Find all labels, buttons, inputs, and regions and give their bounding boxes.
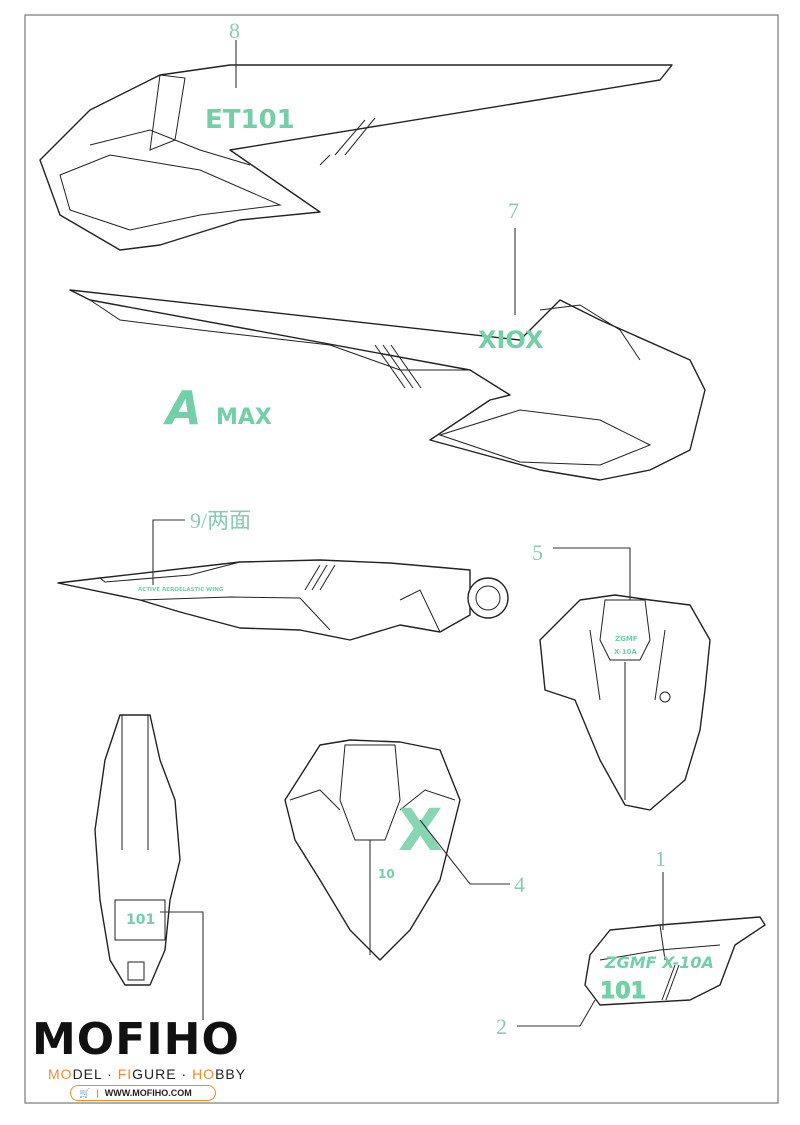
label-part-1: 1 xyxy=(655,846,666,871)
part-1-2-shield: ZGMF X-10A 101 xyxy=(584,916,766,1006)
label-part-7: 7 xyxy=(508,198,519,223)
decal-zgmf-5b: X-10A xyxy=(614,648,637,656)
part-9-blade: ACTIVE AEROELASTIC WING xyxy=(57,559,509,641)
amax-a: A xyxy=(163,381,202,435)
leader-4 xyxy=(419,819,510,885)
tagline-bby: BBY xyxy=(215,1066,247,1082)
tagline-mo: MO xyxy=(48,1066,73,1082)
brand-tagline: MODEL · FIGURE · HOBBY xyxy=(48,1066,246,1082)
tagline-ho: HO xyxy=(192,1066,216,1082)
tagline-gure: GURE · xyxy=(132,1066,193,1082)
decal-xiox: XIOX xyxy=(478,326,544,354)
leader-9 xyxy=(152,519,185,585)
part-side-view: 101 xyxy=(94,714,181,986)
leader-2 xyxy=(517,999,596,1027)
decal-et101: ET101 xyxy=(205,105,295,135)
url-divider: | xyxy=(96,1088,99,1098)
brand-url: 🛒 | WWW.MOFIHO.COM xyxy=(70,1085,216,1101)
label-part-9: 9/两面 xyxy=(190,508,251,533)
decal-aaw: ACTIVE AEROELASTIC WING xyxy=(138,587,224,593)
label-part-4: 4 xyxy=(514,872,525,897)
decal-101-left: 101 xyxy=(126,912,155,928)
part-7-wing: XIOX xyxy=(69,289,706,481)
decal-zgmf-5a: ZGMF xyxy=(615,635,638,643)
decal-10: 10 xyxy=(378,867,395,881)
part-5-backpack: ZGMF X-10A xyxy=(539,594,711,811)
decal-x: X xyxy=(398,796,443,864)
brand-logo: MO FI HO MODEL · FIGURE · HOBBY 🛒 | WWW.MO… xyxy=(32,1018,246,1101)
brand-name: MOFIHO xyxy=(32,1014,240,1065)
amax-rest: MAX xyxy=(216,405,272,430)
label-part-8: 8 xyxy=(229,18,240,43)
label-part-2: 2 xyxy=(496,1014,507,1039)
label-part-5: 5 xyxy=(532,540,543,565)
tagline-fi: FI xyxy=(117,1066,133,1082)
part-8-wing: ET101 xyxy=(39,64,673,251)
decal-101: 101 xyxy=(600,979,646,1004)
leader-side xyxy=(160,911,204,1020)
tagline-del: DEL · xyxy=(72,1066,118,1082)
decal-zgmf-large: ZGMF X-10A xyxy=(604,953,714,972)
cart-icon: 🛒 xyxy=(79,1087,91,1098)
leader-5 xyxy=(553,547,631,600)
part-4-body: X 10 xyxy=(284,739,461,961)
amax-logo: A MAX xyxy=(163,381,272,435)
brand-url-text: WWW.MOFIHO.COM xyxy=(104,1088,192,1098)
sheet-border xyxy=(24,14,779,1104)
